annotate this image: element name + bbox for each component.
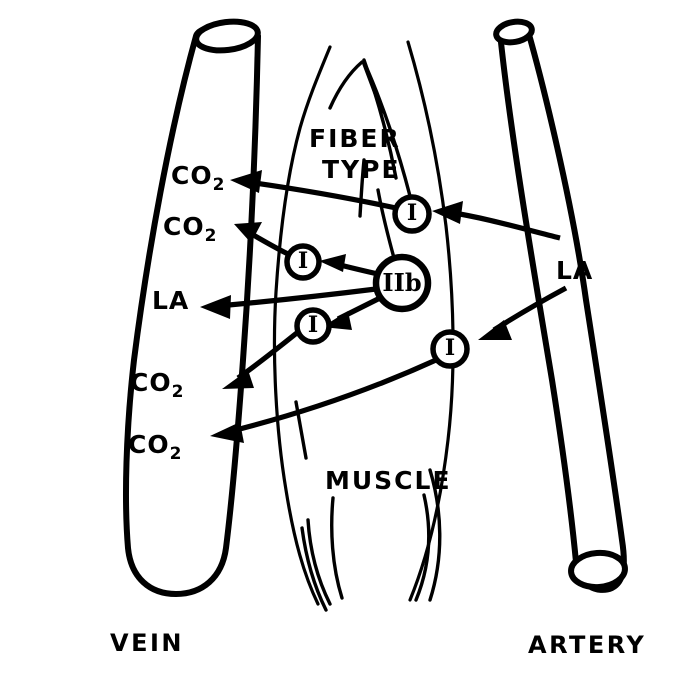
muscle-striation-6 (376, 188, 396, 260)
arrowhead-vein-la (200, 295, 231, 319)
muscle-striation-11 (428, 468, 442, 602)
muscle-region-label: MUSCLE (325, 466, 452, 495)
fiber-type-title-line2: TYPE (322, 155, 401, 184)
fiber-type-nodes (284, 194, 470, 369)
muscle-striation-4 (362, 60, 412, 198)
artery-la-label-1-text: LA (556, 256, 594, 285)
arrow-fiber-I-right-to-vein-co2-4 (227, 357, 438, 435)
fiber-node-I-mid-label: I (297, 248, 309, 274)
vein-la-label-1-text: LA (152, 286, 190, 315)
arrowhead-vein-co2-3 (222, 370, 254, 389)
artery-bottom-ellipse (568, 549, 628, 591)
vein-co2-label-1-sub: 2 (212, 175, 225, 195)
arrowhead-vein-co2-2 (234, 222, 262, 243)
muscle-striation-9 (300, 526, 328, 612)
vein-vessel (123, 18, 261, 597)
arrowhead-vein-co2-4 (210, 422, 244, 443)
vein-co2-label-1-text: CO (171, 161, 213, 190)
vein-co2-label-2-sub: 2 (204, 226, 217, 246)
vein-co2-label-2-text: CO (163, 212, 205, 241)
arrow-IIb-to-vein-la (217, 286, 377, 309)
vein-co2-label-4-sub: 2 (169, 444, 182, 464)
arrow-fiber-I-upper-to-vein-co2-1 (247, 179, 397, 211)
fiber-node-I-upper-circle[interactable] (392, 194, 432, 234)
vein-co2-label-3-text: CO (130, 368, 172, 397)
vein-co2-label-4: CO2 (128, 432, 181, 463)
artery-tube-body (497, 21, 627, 593)
fiber-node-I-right-circle[interactable] (430, 329, 470, 369)
artery-vessel (493, 18, 628, 593)
artery-open-end-ellipse (493, 18, 535, 46)
fiber-node-I-right-label: I (444, 335, 456, 361)
fiber-node-IIb-circle[interactable] (372, 253, 432, 313)
artery-la-label-1: LA (556, 258, 593, 283)
vein-la-label-1: LA (152, 288, 189, 313)
vein-name-label: VEIN (110, 629, 184, 657)
vein-co2-label-1: CO2 (171, 163, 224, 194)
fiber-type-title-line1: FIBER (309, 124, 401, 153)
vein-open-end-ellipse (193, 18, 261, 54)
fiber-node-I-upper-label: I (406, 200, 418, 226)
fiber-node-IIb-label: IIb (382, 268, 422, 297)
artery-name-label: ARTERY (528, 631, 647, 659)
arrowhead-fiber-I-right (478, 320, 512, 340)
arrowhead-vein-co2-1 (230, 170, 262, 193)
muscle-striation-1 (328, 60, 364, 110)
fiber-node-I-mid-circle[interactable] (284, 243, 322, 281)
vein-tube-body (123, 22, 261, 597)
fiber-node-I-lower-label: I (307, 312, 319, 338)
arrowhead-fiber-I-mid (319, 254, 346, 272)
metabolite-flow-arrows (200, 170, 568, 443)
muscle-striation-8 (306, 518, 332, 606)
muscle-striation-5 (358, 158, 366, 218)
muscle-striation-7 (330, 496, 344, 600)
vein-co2-label-3-sub: 2 (171, 382, 184, 402)
fiber-node-I-lower-circle[interactable] (294, 307, 332, 345)
muscle-body (272, 40, 455, 612)
muscle-outline-right (406, 40, 455, 602)
vein-co2-label-3: CO2 (130, 370, 183, 401)
arrowhead-artery-to-fiber-I-upper (432, 201, 463, 224)
muscle-striation-12 (294, 400, 308, 460)
vein-co2-label-4-text: CO (128, 430, 170, 459)
muscle-striation-10 (414, 493, 431, 602)
vein-co2-label-2: CO2 (163, 214, 216, 245)
